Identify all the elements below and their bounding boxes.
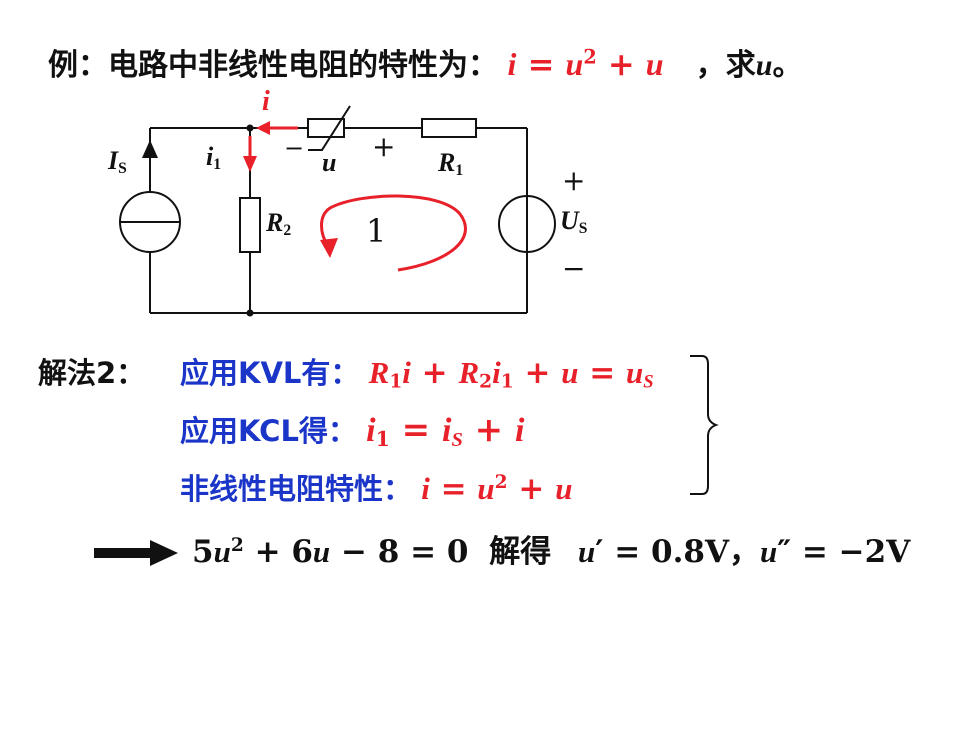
implies-arrow xyxy=(94,540,178,566)
result-values: u′ = 0.8V，u″ = −2V xyxy=(578,534,911,570)
current-source-arrow xyxy=(142,140,158,158)
voltage-source-plus: + xyxy=(562,164,586,197)
voltage-source-minus: − xyxy=(562,252,586,285)
current-i1-arrow xyxy=(243,136,257,172)
system-brace xyxy=(690,355,719,495)
resistor-r2 xyxy=(239,197,261,253)
voltage-source xyxy=(498,195,556,253)
nonlinear-line: 非线性电阻特性： i = u2 + u xyxy=(180,471,573,507)
r1-label: R1 xyxy=(438,148,464,179)
nonlinear-resistor xyxy=(307,105,351,151)
kvl-line: 应用KVL有： R1i + R2i1 + u = uS xyxy=(180,355,654,393)
title-equation: i = u2 + u xyxy=(507,45,664,83)
loop-arrow xyxy=(320,194,467,272)
current-source-label: IS xyxy=(108,146,127,177)
kcl-equation: i1 = iS + i xyxy=(366,410,525,452)
current-i1-label: i1 xyxy=(206,142,222,173)
nl-resistor-minus: − xyxy=(284,134,305,162)
node-top xyxy=(246,124,254,132)
problem-statement: 例：电路中非线性电阻的特性为： i = u2 + u ，求u。 xyxy=(48,45,803,83)
problem-prefix: 例：电路中非线性电阻的特性为： xyxy=(48,48,498,83)
r2-label: R2 xyxy=(266,208,292,239)
current-i-arrow xyxy=(256,121,298,135)
kvl-equation: R1i + R2i1 + u = uS xyxy=(368,355,654,393)
current-source xyxy=(119,140,181,253)
resistor-r1 xyxy=(421,118,477,138)
current-i-label: i xyxy=(262,86,270,117)
nl-resistor-plus: + xyxy=(372,130,396,163)
loop-label: 1 xyxy=(366,212,387,250)
nonlinear-equation: i = u2 + u xyxy=(421,471,573,507)
kcl-line: 应用KCL得： i1 = iS + i xyxy=(180,410,525,452)
result-line: 5u2 + 6u − 8 = 0 解得 u′ = 0.8V，u″ = −2V xyxy=(192,534,911,570)
method-label: 解法2： xyxy=(38,356,146,390)
voltage-source-label: US xyxy=(560,206,588,237)
nl-resistor-voltage: u xyxy=(322,148,337,177)
node-bottom xyxy=(246,309,254,317)
